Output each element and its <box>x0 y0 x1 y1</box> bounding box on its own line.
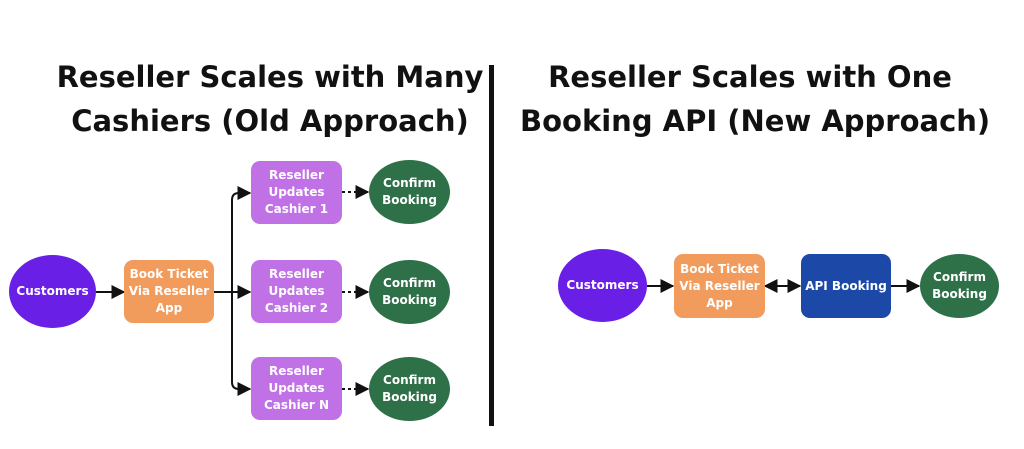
cashier-2-node: Reseller Updates Cashier 2 <box>251 260 342 323</box>
cashier-1-node: Reseller Updates Cashier 1 <box>251 161 342 224</box>
book-ticket-node-left: Book Ticket Via Reseller App <box>124 260 214 323</box>
left-title-line-2: Cashiers (Old Approach) <box>71 104 469 138</box>
customers-node-left: Customers <box>9 255 96 328</box>
api-booking-node: API Booking <box>801 254 891 318</box>
confirm-booking-node-n: Confirm Booking <box>369 357 450 421</box>
confirm-booking-node-1: Confirm Booking <box>369 160 450 224</box>
cashier-n-node: Reseller Updates Cashier N <box>251 357 342 420</box>
confirm-booking-node-2: Confirm Booking <box>369 260 450 324</box>
book-ticket-node-right: Book Ticket Via Reseller App <box>674 254 765 318</box>
right-title-line-2: Booking API (New Approach) <box>520 104 991 138</box>
branch-to-cashier-n <box>231 292 252 396</box>
left-title-line-1: Reseller Scales with Many <box>56 60 484 94</box>
customers-node-right: Customers <box>558 249 647 322</box>
confirm-booking-node-right: Confirm Booking <box>920 254 999 318</box>
section-divider <box>489 65 494 426</box>
branch-to-cashier-1 <box>231 186 252 292</box>
right-title-line-1: Reseller Scales with One <box>548 60 952 94</box>
